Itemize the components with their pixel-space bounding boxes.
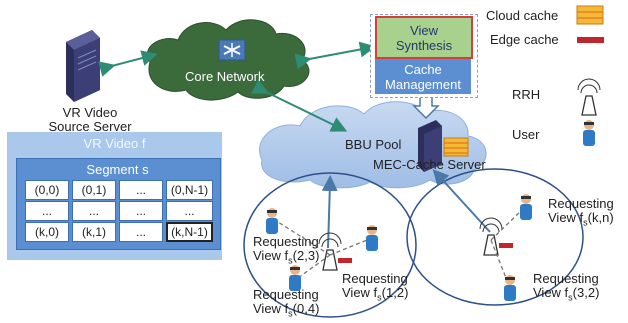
legend-user: User bbox=[512, 127, 540, 142]
tile-cell: ... bbox=[166, 201, 213, 221]
user-icon bbox=[520, 194, 532, 220]
request-label-0-4: Requesting View fs(0,4) bbox=[253, 287, 320, 319]
router-icon bbox=[218, 39, 246, 61]
user-legend-icon bbox=[583, 120, 595, 146]
tile-cell: (0,0) bbox=[25, 180, 69, 200]
tile-cell: (k,1) bbox=[72, 222, 116, 242]
edge-cache-legend-icon bbox=[577, 37, 604, 43]
tile-cell: (k,0) bbox=[25, 222, 69, 242]
tile-cell: (0,1) bbox=[72, 180, 116, 200]
user-icon bbox=[504, 275, 516, 301]
fronthaul-left bbox=[321, 175, 338, 249]
fronthaul-right bbox=[432, 169, 491, 233]
cell-left bbox=[243, 172, 417, 318]
request-label-3-2: Requesting View fs(3,2) bbox=[533, 271, 600, 303]
rrh-icon-right bbox=[479, 217, 503, 256]
tile-cell-highlighted: (k,N-1) bbox=[166, 222, 213, 242]
legend-cloud-cache: Cloud cache bbox=[486, 8, 559, 23]
legend-edge-cache: Edge cache bbox=[490, 32, 559, 47]
link-core-mec bbox=[294, 41, 376, 70]
tile-cell: ... bbox=[119, 201, 163, 221]
core-network-label: Core Network bbox=[185, 69, 265, 84]
tile-cell: ... bbox=[119, 180, 163, 200]
mec-server-label: MEC-Cache Server bbox=[373, 157, 486, 172]
link-core-bbu bbox=[251, 79, 348, 132]
tile-cell: (0,N-1) bbox=[166, 180, 213, 200]
rrh-legend-icon bbox=[577, 78, 601, 116]
rrh-icon-left bbox=[318, 232, 342, 271]
bbu-pool-label: BBU Pool bbox=[345, 137, 402, 152]
vr-video-title: VR Video f bbox=[83, 136, 146, 151]
legend-rrh: RRH bbox=[512, 87, 541, 102]
segment-title: Segment s bbox=[86, 162, 149, 177]
source-server-icon bbox=[66, 30, 100, 102]
user-icon bbox=[289, 265, 301, 291]
request-label-2-3: Requesting View fs(2,3) bbox=[253, 234, 320, 266]
cloud-cache-legend-icon bbox=[576, 5, 604, 25]
link-source-core bbox=[98, 50, 158, 77]
tile-cell: ... bbox=[25, 201, 69, 221]
request-label-k-n: Requesting View fs(k,n) bbox=[548, 196, 614, 228]
edge-cache-right bbox=[499, 243, 513, 248]
tile-cell: ... bbox=[119, 222, 163, 242]
tile-grid: (0,0) (0,1) ... (0,N-1) ... ... ... ... … bbox=[25, 180, 213, 243]
user-icon bbox=[366, 225, 378, 251]
source-server-label: VR Video Source Server bbox=[48, 105, 132, 134]
mec-server-icon bbox=[418, 120, 469, 172]
tile-cell: ... bbox=[72, 201, 116, 221]
cell-right bbox=[406, 168, 584, 306]
request-label-1-2: Requesting View fs(1,2) bbox=[342, 271, 409, 303]
user-icon bbox=[266, 208, 278, 234]
edge-cache-left bbox=[338, 258, 352, 263]
